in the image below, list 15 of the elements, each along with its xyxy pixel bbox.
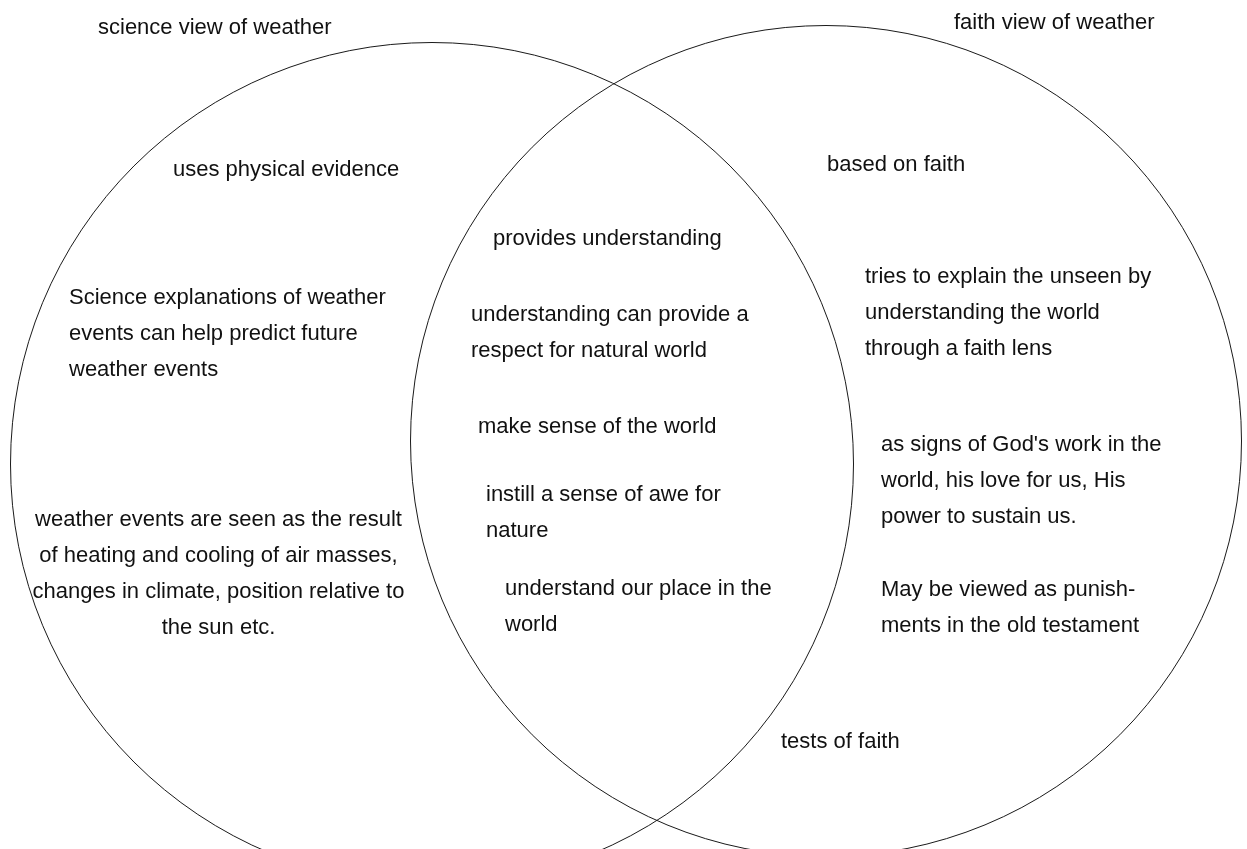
circle-text: May be viewed as punish-ments in the old testament (881, 575, 1141, 639)
circle-heading: science view of weather (98, 13, 332, 41)
circle-text: uses physical evidence (173, 155, 400, 183)
circle-heading: faith view of weather (954, 8, 1155, 36)
circle-text: tests of faith (781, 727, 900, 755)
circle-text: Science explanations of weather events can help predict future weather events (69, 283, 387, 383)
circle-text: as signs of God's work in the world, his love for us, His power to sustain us. (881, 430, 1163, 530)
overlap-text: understand our place in the world (505, 574, 773, 638)
overlap-text: understanding can provide a respect for natural world (471, 300, 750, 364)
circle-text: based on faith (827, 150, 966, 178)
overlap-text: provides understanding (493, 224, 722, 252)
circle-text: tries to explain the unseen by understanding the world through a faith lens (865, 262, 1153, 362)
overlap-text: make sense of the world (478, 412, 717, 440)
overlap-text: instill a sense of awe for nature (486, 480, 722, 544)
circle-text: weather events are seen as the result of heating and cooling of air masses, changes in climate, position relative to the sun etc. (31, 505, 406, 641)
